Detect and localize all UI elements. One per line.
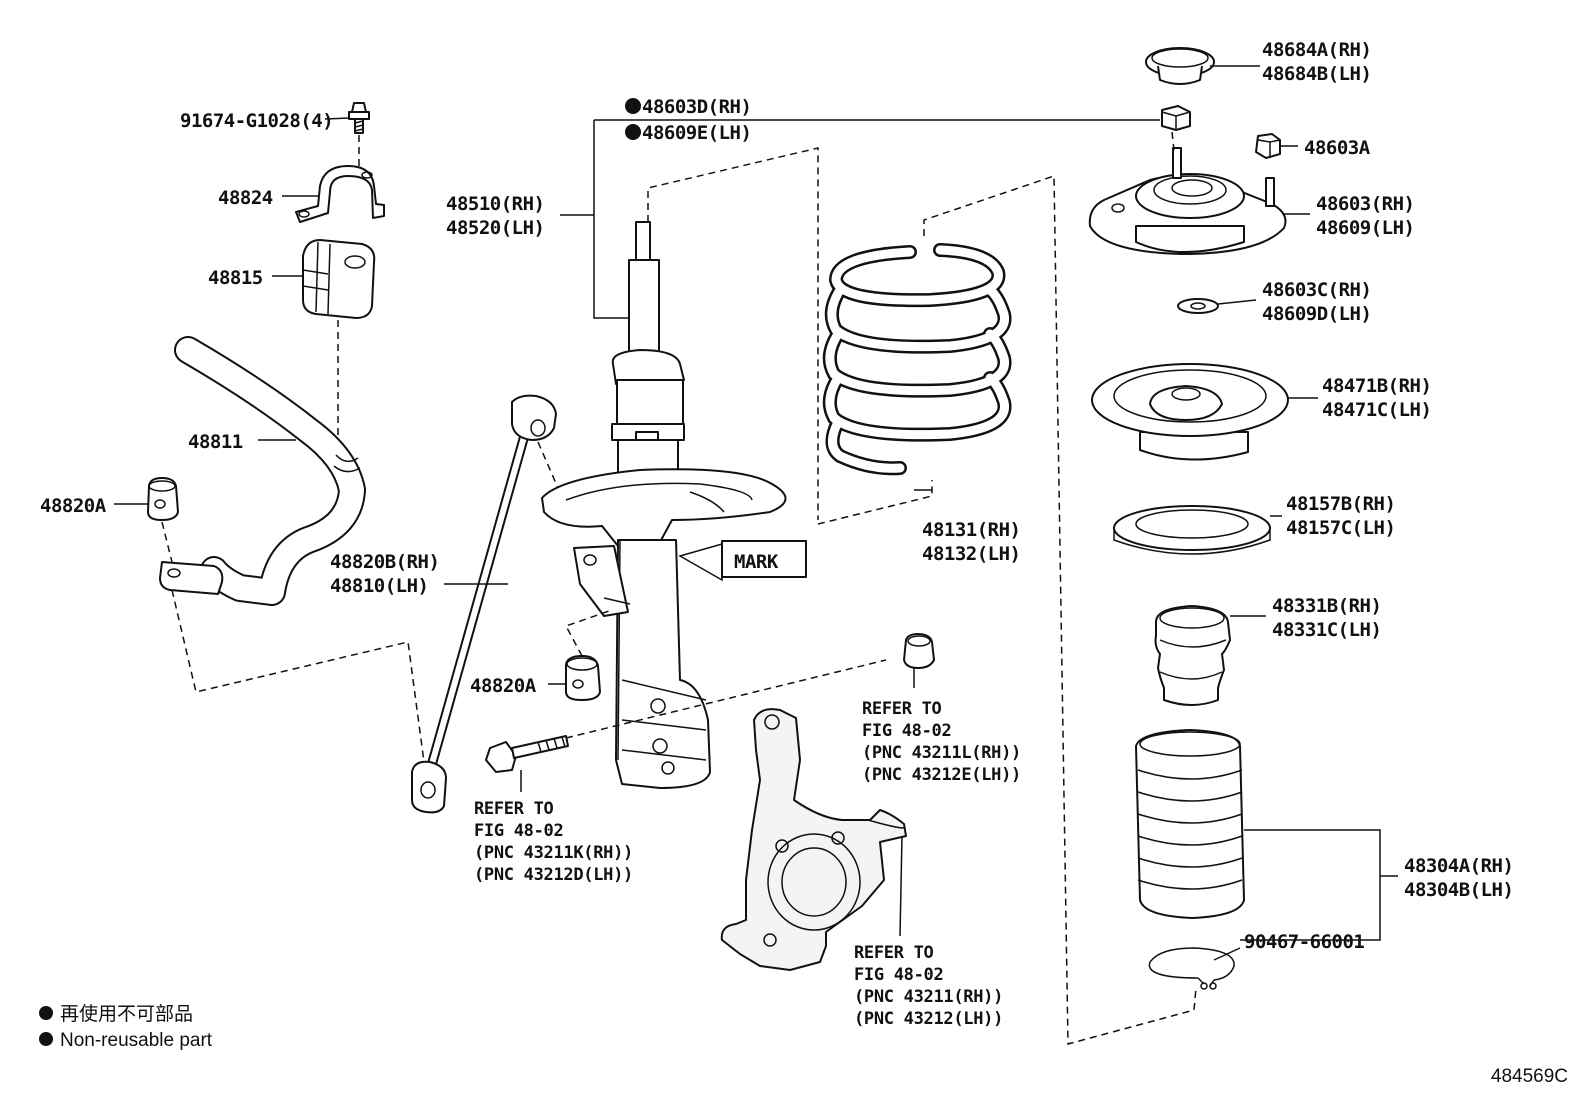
bearing-48157b-drawing (1113, 505, 1271, 555)
strut-drawing (541, 221, 787, 789)
label-bushing-48815: 48815 (208, 267, 263, 289)
washer-48603c-drawing (1177, 298, 1219, 314)
label-cushion-48820a-center: 48820A (470, 675, 537, 697)
ref-note-line: FIG 48-02 (854, 965, 943, 985)
ref-note-line: (PNC 43212E(LH)) (862, 765, 1021, 785)
mark-label: MARK (734, 551, 779, 573)
mark-callout (678, 540, 807, 582)
label-washer-rh: 48603C(RH) (1262, 279, 1371, 301)
ref-note-knuckle: REFER TO FIG 48-02 (PNC 43211(RH)) (PNC … (854, 943, 1003, 1029)
ref-note-line: (PNC 43211(RH)) (854, 987, 1003, 1007)
label-stabilizer-bar-48811: 48811 (188, 431, 243, 453)
legend-text-jp: 再使用不可部品 (60, 1003, 193, 1025)
strut-nut-drawing (1161, 105, 1191, 131)
spring-seat-drawing (1091, 363, 1289, 461)
label-link-rh: 48820B(RH) (330, 551, 439, 573)
ref-note-line: (PNC 43212(LH)) (854, 1009, 1003, 1029)
label-bumper-lh: 48331C(LH) (1272, 619, 1381, 641)
label-bearing-rh: 48157B(RH) (1286, 493, 1395, 515)
ref-note-line: FIG 48-02 (474, 821, 563, 841)
label-bolt-91674: 91674-G1028(4) (180, 110, 333, 132)
ref-note-line: FIG 48-02 (862, 721, 951, 741)
label-support-lh: 48609(LH) (1316, 217, 1414, 239)
legend-marker-en (39, 1032, 53, 1046)
bracket-48824-drawing (295, 165, 385, 223)
label-cap-lh: 48684B(LH) (1262, 63, 1371, 85)
cap-48684a-drawing (1145, 47, 1215, 85)
cushion-48820a-left-drawing (147, 477, 179, 521)
label-support-rh: 48603(RH) (1316, 193, 1414, 215)
ref-note-bolt: REFER TO FIG 48-02 (PNC 43211K(RH)) (PNC… (474, 799, 633, 885)
ref-note-line: (PNC 43211L(RH)) (862, 743, 1021, 763)
bushing-48815-drawing (302, 239, 376, 319)
label-nut-lh: 48609E(LH) (642, 122, 751, 144)
bolt-91674-drawing (348, 102, 370, 134)
label-washer-lh: 48609D(LH) (1262, 303, 1371, 325)
boot-48304a-drawing (1135, 729, 1245, 919)
ref-note-line: (PNC 43211K(RH)) (474, 843, 633, 863)
knuckle-bolt-drawing (485, 735, 569, 773)
label-nut-48603a: 48603A (1304, 137, 1371, 159)
ref-note-line: REFER TO (862, 699, 942, 719)
label-seat-lh: 48471C(LH) (1322, 399, 1431, 421)
figure-id: 484569C (1491, 1066, 1568, 1087)
dashed-connectors (161, 131, 1197, 1045)
label-nut-rh: 48603D(RH) (642, 96, 751, 118)
label-bracket-48824: 48824 (218, 187, 273, 209)
label-bearing-lh: 48157C(LH) (1286, 517, 1395, 539)
nut-48603a-drawing (1255, 133, 1281, 159)
support-48603-drawing (1088, 147, 1287, 255)
label-strut-rh: 48510(RH) (446, 193, 544, 215)
ref-note-nut: REFER TO FIG 48-02 (PNC 43211L(RH)) (PNC… (862, 699, 1021, 785)
label-spring-rh: 48131(RH) (922, 519, 1020, 541)
label-boot-lh: 48304B(LH) (1404, 879, 1513, 901)
ref-note-line: REFER TO (474, 799, 554, 819)
label-clip-90467: 90467-66001 (1244, 931, 1364, 953)
ref-note-line: (PNC 43212D(LH)) (474, 865, 633, 885)
legend-marker-jp (39, 1006, 53, 1020)
non-reusable-marker-lh (625, 124, 641, 140)
label-cushion-48820a-left: 48820A (40, 495, 107, 517)
label-spring-lh: 48132(LH) (922, 543, 1020, 565)
steering-knuckle-drawing (720, 708, 907, 971)
bumper-48331b-drawing (1154, 605, 1231, 706)
label-seat-rh: 48471B(RH) (1322, 375, 1431, 397)
coil-spring-drawing (822, 243, 1012, 476)
cushion-48820a-center-drawing (565, 655, 601, 701)
stabilizer-bar-drawing (159, 336, 366, 606)
clip-90467-drawing (1148, 947, 1235, 990)
legend-text-en: Non-reusable part (60, 1030, 213, 1051)
label-cap-rh: 48684A(RH) (1262, 39, 1371, 61)
non-reusable-marker-rh (625, 98, 641, 114)
knuckle-nut-drawing (903, 633, 935, 669)
label-bumper-rh: 48331B(RH) (1272, 595, 1381, 617)
label-strut-lh: 48520(LH) (446, 217, 544, 239)
ref-note-line: REFER TO (854, 943, 934, 963)
label-link-lh: 48810(LH) (330, 575, 428, 597)
legend: 再使用不可部品 Non-reusable part (39, 1003, 213, 1051)
stabilizer-link-drawing (411, 394, 557, 814)
label-boot-rh: 48304A(RH) (1404, 855, 1513, 877)
leader-lines (114, 65, 1398, 961)
